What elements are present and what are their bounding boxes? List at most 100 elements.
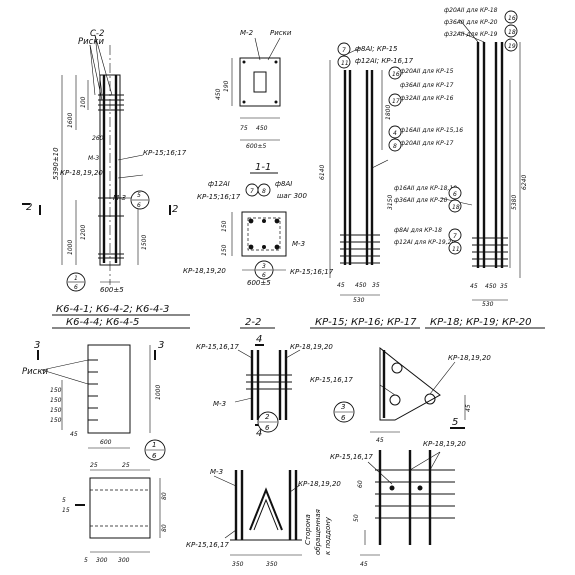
frame-kr18-elevation: 6240 5380 45 450 35 530 ф20АII для КР-18… [394, 7, 528, 308]
dim-50: 50 [353, 514, 360, 522]
column-elevation: Риски С-2 5390±10 1600 1000 100 1200 150… [22, 29, 187, 294]
dim-150-c: 150 [50, 387, 62, 394]
leader-line [429, 361, 456, 395]
riski-label-2: Риски [270, 29, 292, 37]
kr18-label-f: КР-18,19,20 [423, 440, 466, 448]
f12a1-label: ф12АI [208, 180, 230, 188]
m3-label-e: М-3 [210, 468, 223, 476]
callout-top: 3 [341, 403, 345, 411]
rebar-dot [248, 218, 254, 224]
plate-opening [253, 71, 267, 93]
title-row: К6-4-1; К6-4-2; К6-4-3 К6-4-4; К6-4-5 2-… [52, 304, 545, 329]
dim-150-d: 150 [50, 397, 62, 404]
detail-c2-profile: Риски 1000 150 150 150 150 600 45 3 3 1 … [22, 340, 166, 461]
leader-line [254, 37, 261, 61]
section-4-bottom: 4 [256, 428, 262, 439]
dim-600-5-c: 600±5 [247, 279, 271, 287]
dim-450-d: 450 [485, 283, 497, 290]
kr15-label-c: КР-15,16,17 [196, 343, 239, 351]
dim-150-f: 150 [50, 417, 62, 424]
kr-15-label-b: КР-15;16;17 [290, 268, 334, 276]
rebar-lower-0: ф16АII для КР-15,16 [400, 127, 463, 134]
dim-350-b: 350 [266, 561, 278, 568]
m3-label: М-3 [88, 155, 99, 162]
detail-plate-plan: 25 25 80 80 5 300 300 15 5 [62, 462, 168, 564]
dim-600-b: 600 [100, 439, 112, 446]
plate-hole [274, 100, 278, 104]
callout-num: 19 [508, 43, 516, 50]
callout-num: 17 [392, 98, 400, 105]
dim-1500: 1500 [141, 235, 148, 250]
callout-circle [388, 125, 402, 139]
bolt-circle [391, 362, 403, 374]
callout-num: 4 [393, 130, 397, 137]
dim-1000: 1000 [67, 240, 74, 255]
dim-450: 450 [215, 88, 222, 100]
callout-num: 7 [342, 47, 346, 54]
callout-circle [448, 241, 462, 255]
title-frames-c: КР-18; КР-19; КР-20 [430, 317, 531, 328]
section-3-right: 3 [158, 340, 164, 351]
callout-top: 1 [74, 275, 78, 282]
dim-6240: 6240 [521, 175, 528, 190]
callout-top: 3 [262, 263, 266, 270]
section-2-left: 2 [26, 202, 32, 213]
weld-point [417, 485, 423, 491]
plate-m2-detail: М-2 Риски 450 190 75 450 600±5 [215, 29, 292, 150]
callout-num: 8 [262, 188, 266, 195]
callout-num: 11 [452, 246, 460, 253]
callout-bottom: 6 [137, 202, 141, 209]
dim-150-b: 150 [221, 244, 228, 256]
dim-190: 190 [223, 80, 230, 92]
rebar-dot [248, 244, 254, 250]
rebar-middle-2: ф32АII для КР-16 [400, 95, 454, 102]
rebar-middle-0: ф20АII для КР-15 [400, 68, 454, 75]
callout-circle [504, 38, 518, 52]
callout-circle [504, 24, 518, 38]
dim-1600: 1600 [67, 113, 74, 128]
dim-45: 45 [337, 282, 345, 289]
leader-line [117, 174, 144, 179]
kr-15-16-17-label: КР-15;16;17 [197, 193, 241, 201]
plate-outline [239, 57, 281, 107]
f8a1-label: ф8АI [275, 180, 292, 188]
dim-530-b: 530 [482, 301, 494, 308]
leader-line [367, 461, 393, 485]
callout-num: 16 [392, 71, 400, 78]
dim-1200: 1200 [80, 225, 87, 240]
callout-circle [448, 199, 462, 213]
section-2-2-detail: КР-15,16,17 КР-18,19,20 М-3 4 4 2 6 [196, 334, 333, 439]
riski-label-3: Риски [22, 367, 48, 377]
leader-line [409, 451, 441, 471]
plate-plan-outline [89, 477, 151, 539]
callout-top: 1 [152, 441, 156, 449]
callout-num: 18 [508, 29, 516, 36]
rebar-kr15: ф8АI; КР-15 [355, 45, 398, 53]
callout-num: 18 [452, 204, 460, 211]
leader-line [213, 475, 237, 487]
callout-num: 8 [393, 143, 397, 150]
dim-5390: 5390±10 [52, 147, 60, 180]
dim-150: 150 [221, 220, 228, 232]
dim-100: 100 [80, 96, 87, 108]
dim-450-b: 450 [256, 125, 268, 132]
section-2-right: 2 [172, 204, 178, 215]
callout-circle [337, 42, 351, 56]
dim-25-b: 25 [122, 462, 130, 469]
dim-1800: 1800 [385, 105, 392, 120]
kr15-label-f: КР-15,16,17 [330, 453, 373, 461]
dim-3150: 3150 [387, 195, 394, 210]
dim-25: 25 [90, 462, 98, 469]
section-outline [241, 211, 287, 257]
dim-300-b: 300 [118, 557, 130, 564]
dim-60: 60 [357, 480, 364, 488]
callout-num: 11 [341, 60, 349, 67]
callout-bottom: 6 [265, 424, 270, 432]
dim-45-c: 45 [70, 431, 78, 438]
leader-line [429, 451, 441, 471]
dim-260: 260 [92, 135, 104, 142]
frame-kr15-elevation: 6140 1800 3150 45 450 35 530 ф8АI; КР-15… [319, 42, 463, 304]
kr18-label-c: КР-18,19,20 [290, 343, 333, 351]
bolt-circle [389, 394, 401, 406]
